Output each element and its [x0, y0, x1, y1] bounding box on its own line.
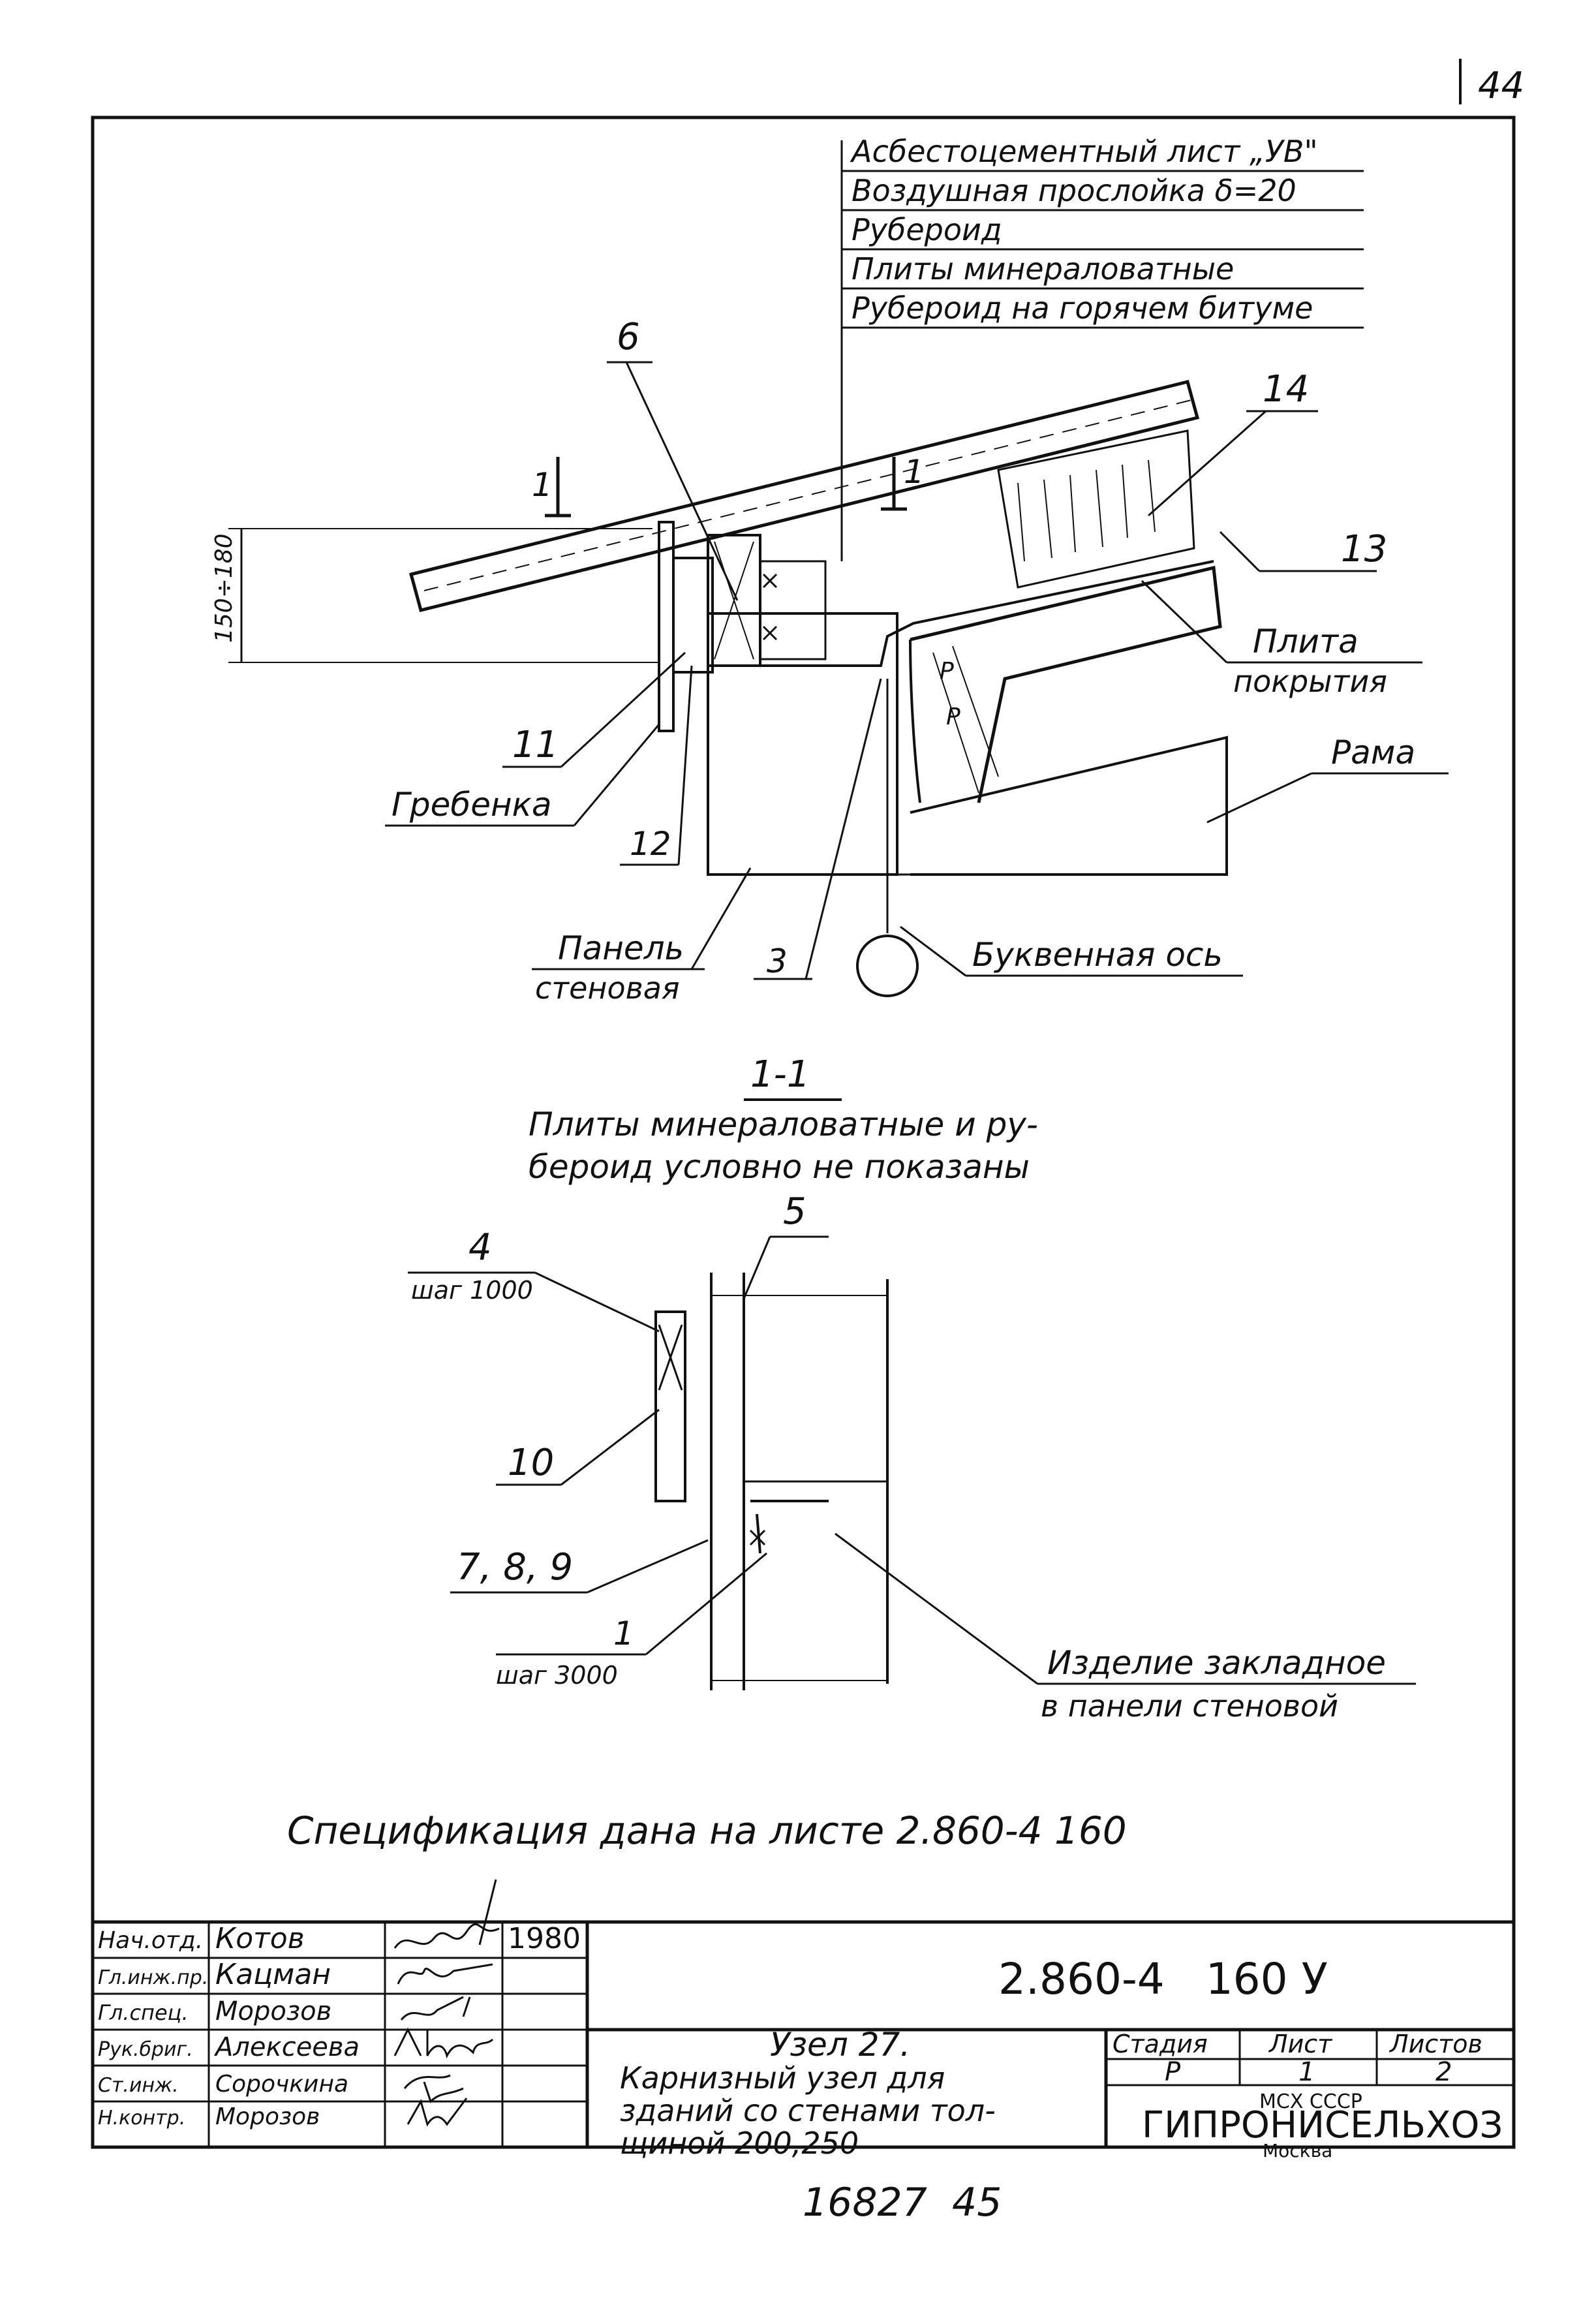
eave-detail: Р Р 150÷180 1 1	[211, 379, 1228, 997]
panel-label-2: стеновая	[535, 970, 680, 1006]
callout-10: 10	[508, 1442, 554, 1484]
izdelie-label-2: в панели стеновой	[1041, 1688, 1338, 1724]
callout-11: 11	[512, 724, 559, 766]
page-number: 44	[1478, 65, 1524, 107]
callout-13: 13	[1341, 528, 1387, 570]
callout-6: 6	[617, 316, 640, 358]
org-city: Москва	[1263, 2140, 1332, 2161]
bottom-number: 16827 45	[803, 2180, 1002, 2225]
role-6: Н.контр.	[98, 2107, 185, 2130]
layer-3: Рубероид	[852, 212, 1002, 247]
signature-1	[393, 1879, 500, 1949]
callout-4: 4	[468, 1226, 492, 1269]
izdelie-label-1: Изделие закладное	[1047, 1644, 1386, 1682]
signature-3	[400, 1996, 471, 2021]
signature-4	[393, 2027, 494, 2059]
shag-3000: шаг 3000	[496, 1661, 618, 1690]
designation: 2.860-4 160 У	[998, 1954, 1328, 2004]
name-6: Морозов	[215, 2103, 320, 2130]
signature-2	[397, 1963, 493, 1985]
role-2: Гл.инж.пр.	[98, 1966, 208, 1989]
sheet-frame	[91, 116, 1516, 2149]
node-name-1: Узел 27.	[770, 2026, 910, 2064]
section-1-1: 1-1 Плиты минераловатные и ру- бероид ус…	[529, 1053, 1038, 1690]
callouts-main: 6 14 13 Плита покрытия Рама 11 Гребенка …	[385, 316, 1449, 1006]
section-note-1: Плиты минераловатные и ру-	[529, 1106, 1038, 1143]
section-note-2: бероид условно не показаны	[529, 1148, 1030, 1186]
year: 1980	[508, 1922, 581, 1955]
layer-5: Рубероид на горячем битуме	[852, 290, 1313, 326]
callout-1: 1	[613, 1615, 634, 1652]
role-3: Гл.спец.	[98, 2000, 189, 2025]
spec-note: Спецификация дана на листе 2.860-4 160	[287, 1808, 1127, 1853]
shag-1000: шаг 1000	[411, 1276, 533, 1305]
title-block: Нач.отд. Котов Гл.инж.пр. Кацман Гл.спец…	[93, 1879, 1514, 2161]
callout-14: 14	[1263, 368, 1309, 411]
cut-mark-left: 1	[532, 466, 553, 504]
section-title: 1-1	[750, 1053, 810, 1096]
signature-6	[407, 2098, 468, 2127]
name-2: Кацман	[215, 1958, 331, 1991]
mineral-wool	[997, 429, 1195, 589]
node-name-3: зданий со стенами тол-	[620, 2093, 996, 2128]
sheets-header: Листов	[1389, 2030, 1482, 2058]
name-1: Котов	[215, 1922, 305, 1955]
dimension-label: 150÷180	[211, 533, 238, 643]
grebenka-label: Гребенка	[391, 786, 551, 824]
axis-label: Буквенная ось	[972, 936, 1223, 974]
role-5: Ст.инж.	[98, 2074, 179, 2097]
r-mark-1: Р	[940, 658, 954, 685]
layer-2: Воздушная прослойка δ=20	[852, 173, 1297, 208]
layer-legend: Асбестоцементный лист „УВ" Воздушная про…	[840, 134, 1364, 460]
role-1: Нач.отд.	[98, 1927, 203, 1954]
plita-label-2: покрытия	[1233, 664, 1387, 699]
role-4: Рук.бриг.	[98, 2038, 193, 2061]
name-4: Алексеева	[213, 2032, 360, 2062]
r-mark-2: Р	[946, 704, 960, 730]
rama-label: Рама	[1331, 734, 1415, 771]
layer-1: Асбестоцементный лист „УВ"	[850, 134, 1318, 169]
callout-3: 3	[767, 942, 788, 980]
org-ministry: МСХ СССР	[1259, 2090, 1362, 2113]
callouts-section: 4 шаг 1000 5 10 7, 8, 9 1 шаг 3000 Издел…	[408, 1190, 1416, 1724]
stage-value: Р	[1165, 2057, 1181, 2087]
name-5: Сорочкина	[215, 2071, 348, 2098]
signature-5	[403, 2074, 464, 2103]
cut-mark-right: 1	[904, 453, 925, 491]
layer-4: Плиты минераловатные	[852, 251, 1234, 287]
org-name: ГИПРОНИСЕЛЬХОЗ	[1142, 2104, 1503, 2146]
node-name-2: Карнизный узел для	[620, 2060, 945, 2096]
stage-header: Стадия	[1113, 2030, 1208, 2058]
panel-label-1: Панель	[558, 929, 684, 967]
axis-bubble	[856, 935, 919, 997]
callout-7-8-9: 7, 8, 9	[457, 1546, 573, 1588]
sheet-value: 1	[1298, 2057, 1315, 2087]
callout-12: 12	[630, 825, 671, 863]
name-3: Морозов	[215, 1996, 331, 2026]
plita-label-1: Плита	[1253, 623, 1358, 660]
callout-5: 5	[783, 1190, 806, 1233]
sheet-header: Лист	[1268, 2030, 1333, 2058]
node-name-4: щиной 200,250	[620, 2126, 859, 2161]
sheets-value: 2	[1435, 2057, 1452, 2087]
